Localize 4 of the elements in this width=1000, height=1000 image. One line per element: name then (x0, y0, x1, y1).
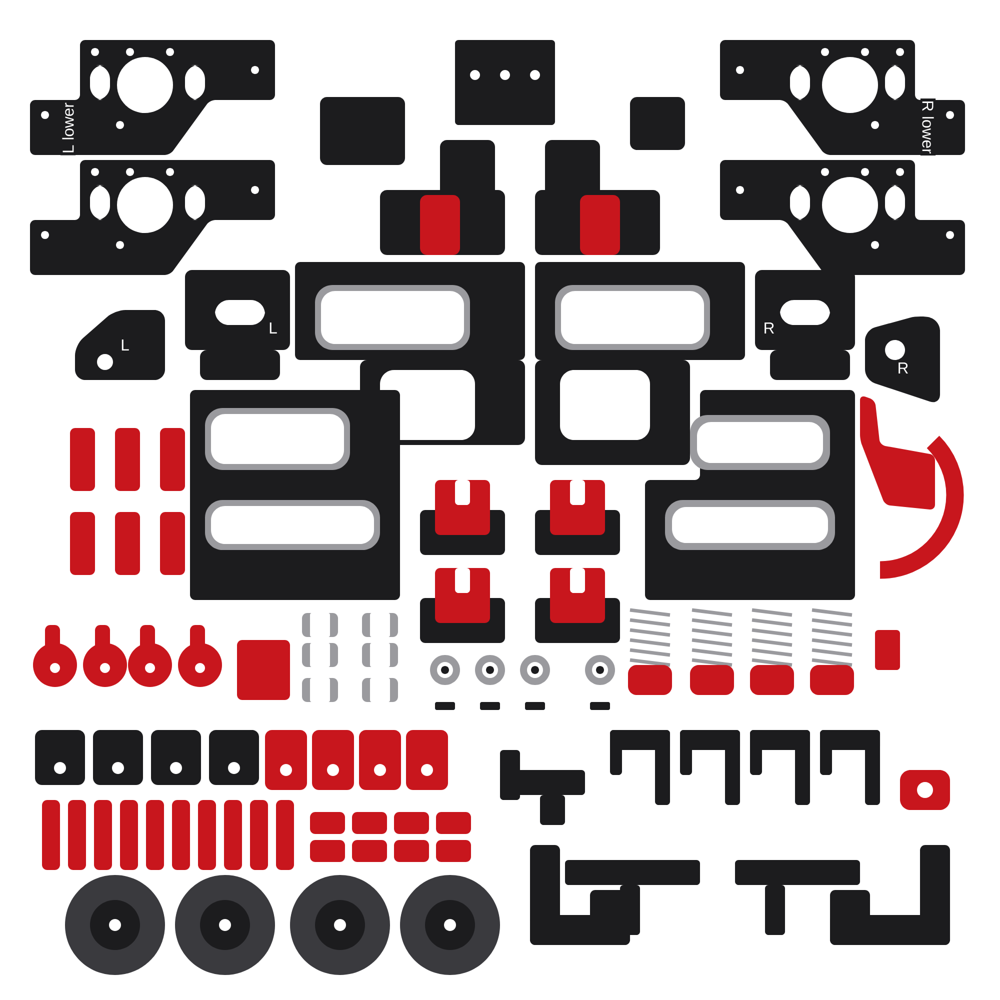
part-label: L lower (60, 100, 76, 156)
part-label: R (896, 360, 910, 376)
part-label: R (762, 320, 776, 336)
part-label: R lower (920, 98, 936, 156)
